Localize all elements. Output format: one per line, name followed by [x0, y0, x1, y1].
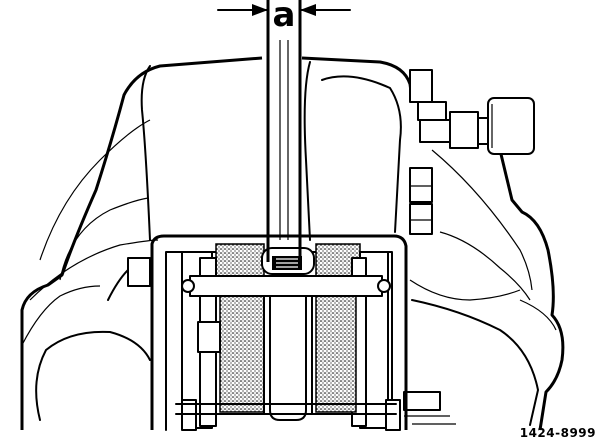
right-fittings [403, 69, 557, 426]
pin-left [181, 279, 195, 293]
lining-top-left [215, 243, 265, 277]
lining-left [219, 293, 265, 413]
dim-arrow-left-head [252, 4, 268, 16]
fitting-upper-block [409, 69, 433, 103]
measurement-a: a [217, 0, 351, 262]
bleed-cap [487, 97, 535, 155]
left-boss [127, 257, 151, 287]
side-bolt-lower [409, 203, 433, 235]
shade-right-3 [409, 279, 521, 301]
fitting-nut [449, 111, 479, 149]
right-lower-hatch [404, 415, 456, 425]
carrier-frame [150, 234, 408, 430]
bottom-rail [175, 403, 397, 415]
shade-left-1 [29, 239, 159, 301]
caliper-left-hump [140, 65, 151, 241]
left-clip [197, 321, 221, 353]
shade-right-2 [439, 231, 531, 301]
caliper-housing-outline [20, 56, 565, 431]
fitting-hex-1 [417, 101, 447, 121]
dim-arrow-right-head [300, 4, 316, 16]
lining-right [315, 293, 357, 413]
shade-left-3 [21, 285, 101, 346]
shade-left-4 [59, 197, 149, 281]
right-lower-bolt [403, 391, 441, 411]
pad-carrier [150, 234, 408, 431]
caliper-right-curve [321, 75, 402, 233]
disc-slot [269, 295, 307, 421]
pin-right [377, 279, 391, 293]
shade-right-1 [431, 149, 533, 291]
side-bolt-upper [409, 167, 433, 203]
caliper-left-bulge [35, 330, 151, 421]
caliper-body [20, 56, 565, 431]
figure-code: 1424-8999 [520, 426, 596, 440]
right-lower-body [411, 299, 539, 426]
cross-bar [189, 275, 383, 297]
dimension-label: a [273, 0, 296, 35]
shade-right-4 [519, 299, 557, 331]
caliper-right-hump [303, 61, 311, 241]
shade-left-2 [39, 119, 151, 261]
